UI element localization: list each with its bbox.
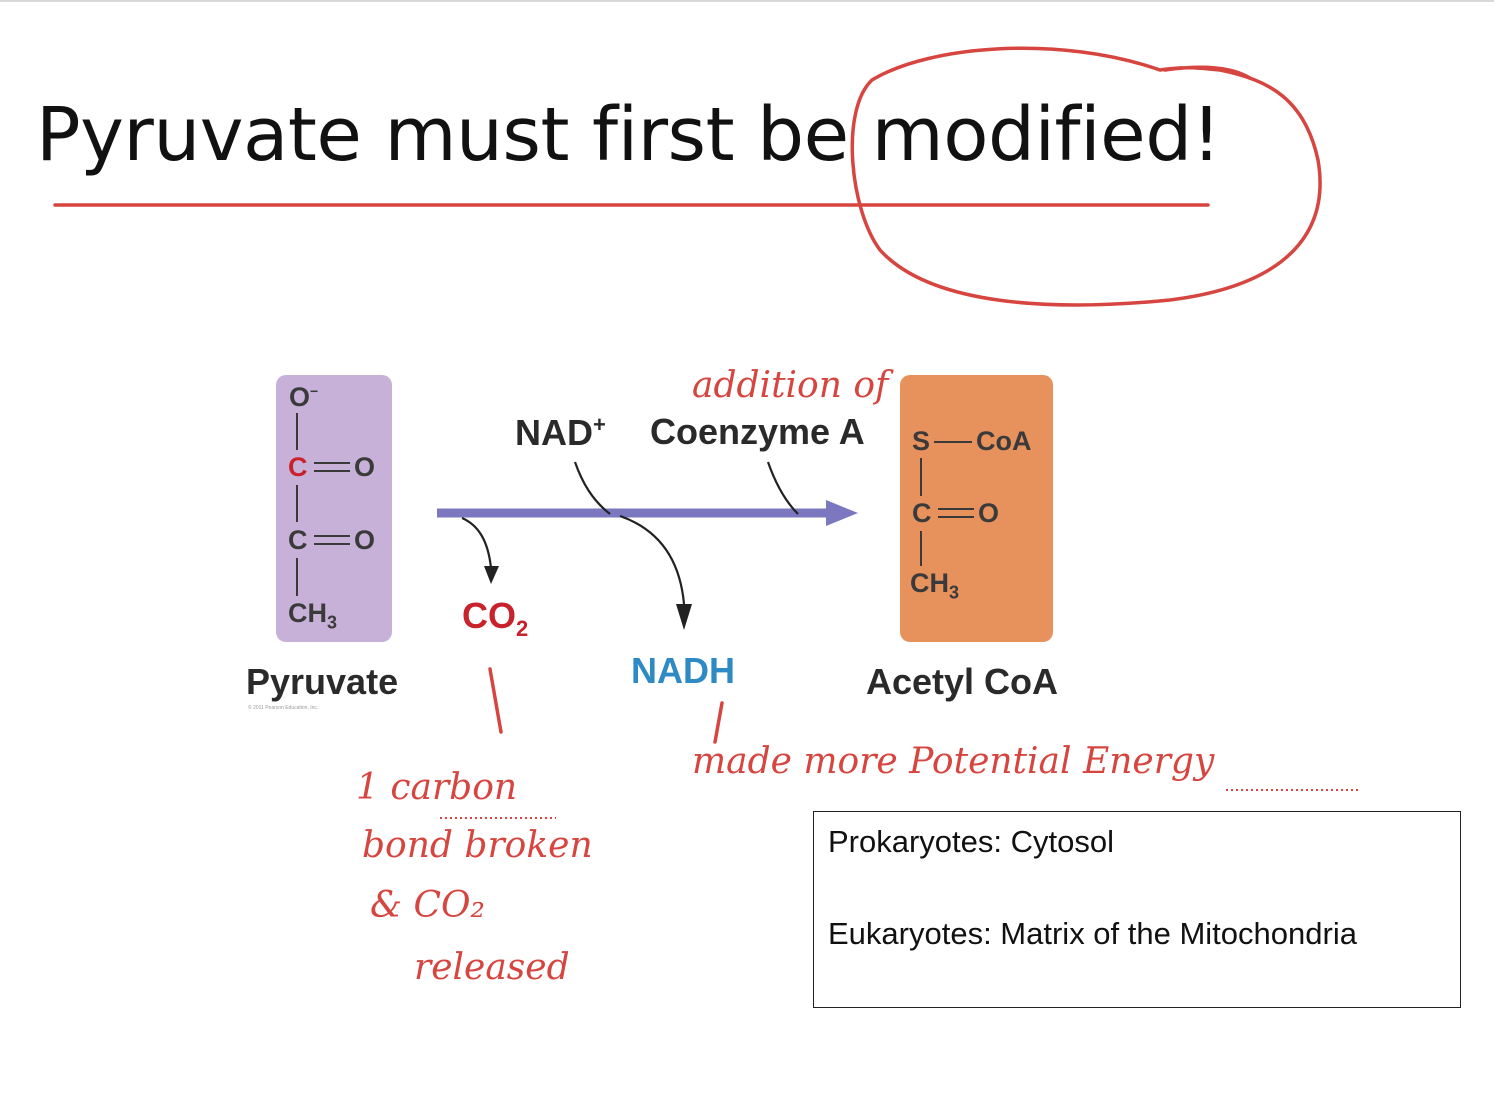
acetyl-coa-methyl: CH3	[910, 568, 960, 603]
carbon-annotation-line-3: & CO₂	[370, 885, 485, 926]
co2-label: CO2	[462, 595, 529, 642]
location-box: Prokaryotes: Cytosol Eukaryotes: Matrix …	[813, 811, 1461, 1008]
carbon-annotation-line-4: released	[414, 947, 570, 988]
slide-title: Pyruvate must first be modified!	[36, 92, 1221, 178]
acetyl-coa-carbon: C	[912, 498, 932, 528]
modified-circle	[850, 46, 1322, 307]
acetyl-coa-coa-group: CoA	[976, 426, 1032, 456]
reaction-arrow	[437, 500, 858, 526]
copyright-credit: © 2011 Pearson Education, Inc.	[248, 705, 319, 711]
acetyl-coa-label: Acetyl CoA	[866, 661, 1059, 702]
top-border	[0, 0, 1494, 2]
nad-plus-label: NAD+	[515, 412, 606, 453]
nadh-arrowhead	[676, 604, 692, 630]
pyruvate-carbon-2: C	[288, 525, 308, 555]
acetyl-coa-bonds	[920, 441, 974, 566]
pyruvate-label: Pyruvate	[246, 661, 399, 702]
pyruvate-oxygen-1: O	[354, 452, 376, 482]
nadh-label: NADH	[631, 650, 735, 691]
nadh-annotation-line	[713, 701, 724, 744]
eukaryotes-location: Eukaryotes: Matrix of the Mitochondria	[828, 916, 1357, 951]
prokaryotes-location: Prokaryotes: Cytosol	[828, 824, 1114, 859]
pyruvate-oxygen-anion: O−	[289, 382, 319, 412]
co2-annotation-line	[488, 667, 503, 734]
coenzyme-a-label: Coenzyme A	[650, 411, 865, 452]
co2-arrowhead	[484, 566, 499, 584]
pyruvate-methyl: CH3	[288, 598, 338, 633]
pyruvate-structure-box	[276, 375, 392, 642]
carbon-annotation-line-1: 1 carbon	[356, 767, 518, 808]
handwritten-ink	[53, 46, 1322, 744]
pyruvate-oxygen-2: O	[354, 525, 376, 555]
potential-energy-annotation: made more Potential Energy	[692, 741, 1215, 782]
carbon-annotation-line-2: bond broken	[362, 825, 593, 866]
acetyl-coa-structure-box	[900, 375, 1053, 642]
pyruvate-carbon-1: C	[288, 452, 308, 482]
pyruvate-bonds	[296, 413, 350, 596]
acetyl-coa-sulfur: S	[912, 426, 931, 456]
dotted-underlines	[440, 789, 1358, 819]
addition-of-annotation: addition of	[692, 365, 889, 406]
acetyl-coa-oxygen: O	[978, 498, 1000, 528]
curved-arrows	[461, 461, 799, 605]
